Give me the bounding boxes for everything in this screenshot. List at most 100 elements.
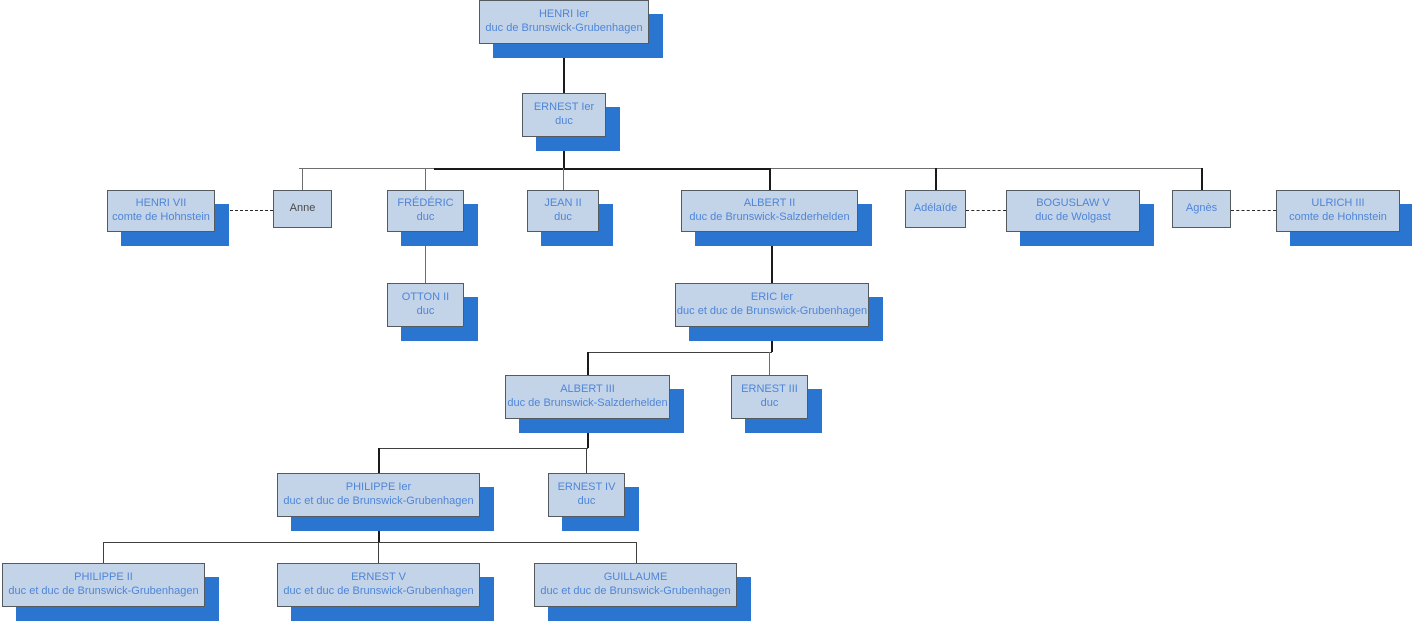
- connector-drop-ernest3: [769, 352, 770, 375]
- node-name: Adélaïde: [913, 202, 958, 215]
- connector-bus-gen4: [587, 352, 772, 353]
- connector-drop-ernest5: [378, 542, 379, 563]
- node-title: duc et duc de Brunswick-Grubenhagen: [283, 495, 474, 507]
- node-title: duc: [554, 211, 572, 223]
- node-name: GUILLAUME: [603, 571, 668, 584]
- node-title: duc: [416, 305, 435, 317]
- node-face: PHILIPPE Ier duc et duc de Brunswick-Gru…: [277, 473, 480, 517]
- connector-albert2-eric1: [771, 232, 773, 283]
- node-name: OTTON II: [401, 291, 450, 304]
- node-title: duc: [760, 397, 779, 409]
- node-title: duc de Brunswick-Grubenhagen: [485, 22, 643, 34]
- connector-drop-jean2: [563, 168, 564, 190]
- node-name: ERNEST Ier: [533, 101, 595, 114]
- node-title: duc: [555, 115, 573, 127]
- node-name: ERNEST III: [741, 383, 798, 396]
- connector-bus-gen2-left: [299, 168, 435, 169]
- node-anne[interactable]: Anne: [273, 190, 332, 228]
- node-title: duc et duc de Brunswick-Grubenhagen: [283, 585, 474, 597]
- node-otton-ii[interactable]: OTTON II duc: [387, 283, 478, 341]
- node-henri-vii[interactable]: HENRI VII comte de Hohnstein: [107, 190, 229, 246]
- node-face: ERNEST V duc et duc de Brunswick-Grubenh…: [277, 563, 480, 607]
- connector-ernest1-drop: [563, 137, 565, 169]
- node-guillaume[interactable]: GUILLAUME duc et duc de Brunswick-Gruben…: [534, 563, 751, 621]
- node-name: Anne: [289, 202, 316, 215]
- node-albert-iii[interactable]: ALBERT III duc de Brunswick-Salzderhelde…: [505, 375, 684, 433]
- connector-bus-gen2-mid: [434, 168, 770, 170]
- connector-drop-guillaume: [636, 542, 637, 563]
- connector-drop-anne: [302, 168, 303, 190]
- node-title: comte de Hohnstein: [112, 211, 210, 223]
- node-title: duc et duc de Brunswick-Grubenhagen: [676, 305, 868, 317]
- node-face: HENRI Ier duc de Brunswick-Grubenhagen: [479, 0, 649, 44]
- node-title: duc: [416, 211, 435, 223]
- node-name: BOGUSLAW V: [1036, 197, 1110, 210]
- node-ernest-v[interactable]: ERNEST V duc et duc de Brunswick-Grubenh…: [277, 563, 494, 621]
- node-face: ALBERT II duc de Brunswick-Salzderhelden: [681, 190, 858, 232]
- node-adelaide[interactable]: Adélaïde: [905, 190, 966, 228]
- node-ernest-ier[interactable]: ERNEST Ier duc: [522, 93, 620, 151]
- node-agnes[interactable]: Agnès: [1172, 190, 1231, 228]
- connector-bus-gen2-right: [769, 168, 1202, 169]
- marriage-link-adelaide-boguslaw: [966, 210, 1006, 211]
- node-face: BOGUSLAW V duc de Wolgast: [1006, 190, 1140, 232]
- node-face: ERNEST III duc: [731, 375, 808, 419]
- node-face: Adélaïde: [905, 190, 966, 228]
- node-face: PHILIPPE II duc et duc de Brunswick-Grub…: [2, 563, 205, 607]
- marriage-link-agnes-ulrich: [1231, 210, 1276, 211]
- node-boguslaw-v[interactable]: BOGUSLAW V duc de Wolgast: [1006, 190, 1154, 246]
- node-name: Agnès: [1185, 202, 1218, 215]
- node-name: ERNEST V: [351, 571, 406, 584]
- node-face: GUILLAUME duc et duc de Brunswick-Gruben…: [534, 563, 737, 607]
- node-face: Anne: [273, 190, 332, 228]
- node-name: ALBERT II: [743, 197, 796, 210]
- connector-drop-agnes: [1201, 168, 1203, 190]
- node-face: OTTON II duc: [387, 283, 464, 327]
- node-name: ERIC Ier: [750, 291, 794, 304]
- node-name: PHILIPPE Ier: [345, 481, 412, 494]
- marriage-link-henri7-anne: [215, 210, 273, 211]
- node-name: FRÉDÉRIC: [397, 197, 454, 210]
- node-name: PHILIPPE II: [74, 571, 133, 584]
- node-face: JEAN II duc: [527, 190, 599, 232]
- node-eric-ier[interactable]: ERIC Ier duc et duc de Brunswick-Grubenh…: [675, 283, 883, 341]
- connector-bus-gen6: [103, 542, 636, 543]
- node-title: comte de Hohnstein: [1289, 211, 1387, 223]
- connector-frederic-otton2: [425, 232, 426, 283]
- node-title: duc de Wolgast: [1035, 211, 1111, 223]
- connector-drop-albert3: [587, 352, 589, 375]
- connector-drop-philippe2: [103, 542, 104, 563]
- node-face: ULRICH III comte de Hohnstein: [1276, 190, 1400, 232]
- node-face: ERNEST IV duc: [548, 473, 625, 517]
- node-ulrich-iii[interactable]: ULRICH III comte de Hohnstein: [1276, 190, 1412, 246]
- node-name: ALBERT III: [560, 383, 615, 396]
- connector-drop-adelaide: [935, 168, 937, 190]
- connector-bus-gen5: [378, 448, 588, 449]
- connector-albert3-drop: [587, 419, 589, 448]
- node-name: ERNEST IV: [557, 481, 616, 494]
- connector-henri1-ernest1: [563, 44, 565, 93]
- node-name: ULRICH III: [1311, 197, 1365, 210]
- node-face: ALBERT III duc de Brunswick-Salzderhelde…: [505, 375, 670, 419]
- node-ernest-iv[interactable]: ERNEST IV duc: [548, 473, 639, 531]
- node-title: duc: [577, 495, 596, 507]
- node-philippe-ier[interactable]: PHILIPPE Ier duc et duc de Brunswick-Gru…: [277, 473, 494, 531]
- node-philippe-ii[interactable]: PHILIPPE II duc et duc de Brunswick-Grub…: [2, 563, 219, 621]
- node-face: ERNEST Ier duc: [522, 93, 606, 137]
- node-title: duc de Brunswick-Salzderhelden: [689, 211, 850, 223]
- connector-drop-albert2: [769, 168, 771, 190]
- node-name: HENRI VII: [135, 197, 187, 210]
- node-title: duc de Brunswick-Salzderhelden: [507, 397, 668, 409]
- connector-drop-ernest4: [586, 448, 587, 473]
- node-title: duc et duc de Brunswick-Grubenhagen: [540, 585, 731, 597]
- node-face: ERIC Ier duc et duc de Brunswick-Grubenh…: [675, 283, 869, 327]
- node-face: FRÉDÉRIC duc: [387, 190, 464, 232]
- node-jean-ii[interactable]: JEAN II duc: [527, 190, 613, 246]
- node-name: HENRI Ier: [538, 8, 590, 21]
- node-albert-ii[interactable]: ALBERT II duc de Brunswick-Salzderhelden: [681, 190, 872, 246]
- node-ernest-iii[interactable]: ERNEST III duc: [731, 375, 822, 433]
- node-face: HENRI VII comte de Hohnstein: [107, 190, 215, 232]
- node-henri-ier[interactable]: HENRI Ier duc de Brunswick-Grubenhagen: [479, 0, 663, 58]
- node-frederic[interactable]: FRÉDÉRIC duc: [387, 190, 478, 246]
